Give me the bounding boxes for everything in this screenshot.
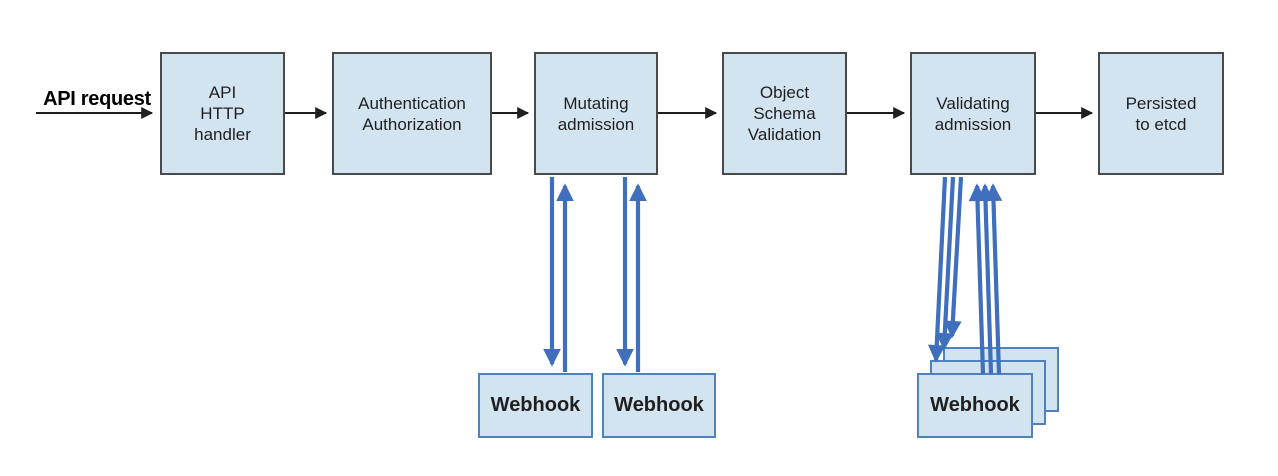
node-persisted-to-etcd: Persisted to etcd bbox=[1098, 52, 1224, 175]
arrow-validating-to-webhook-1 bbox=[927, 176, 948, 363]
webhook-label: Webhook bbox=[490, 394, 581, 416]
webhook-label: Webhook bbox=[614, 394, 704, 416]
webhook-validating-front: Webhook bbox=[917, 373, 1033, 438]
node-mutating-admission: Mutating admission bbox=[534, 52, 658, 175]
node-label: API HTTP handler bbox=[194, 83, 251, 144]
node-object-schema-validation: Object Schema Validation bbox=[722, 52, 847, 175]
node-label: Mutating admission bbox=[557, 93, 635, 134]
webhook-label: Webhook bbox=[930, 394, 1020, 416]
webhook-mutating-1: Webhook bbox=[478, 373, 593, 438]
node-label: Object Schema Validation bbox=[747, 83, 822, 144]
node-label: Persisted to etcd bbox=[1125, 93, 1197, 134]
node-label: Authentication Authorization bbox=[358, 93, 466, 134]
arrow-webhook-to-validating-3 bbox=[984, 183, 1003, 375]
node-validating-admission: Validating admission bbox=[910, 52, 1036, 175]
arrow-webhook-to-validating-2 bbox=[976, 183, 995, 375]
api-request-label: API request bbox=[43, 88, 151, 110]
arrow-validating-to-webhook-2 bbox=[935, 176, 956, 351]
arrow-webhook-to-validating-1 bbox=[968, 183, 987, 375]
node-label: Validating admission bbox=[934, 93, 1012, 134]
node-authentication-authorization: Authentication Authorization bbox=[332, 52, 492, 175]
node-api-http-handler: API HTTP handler bbox=[160, 52, 285, 175]
webhook-mutating-2: Webhook bbox=[602, 373, 716, 438]
arrow-validating-to-webhook-3 bbox=[944, 176, 964, 339]
